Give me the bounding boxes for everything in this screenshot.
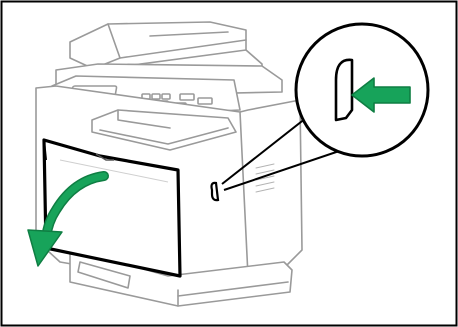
magnifier-callout (296, 24, 428, 156)
panel-button (180, 94, 194, 100)
cover-release-button (336, 60, 352, 120)
panel-button (198, 98, 212, 104)
